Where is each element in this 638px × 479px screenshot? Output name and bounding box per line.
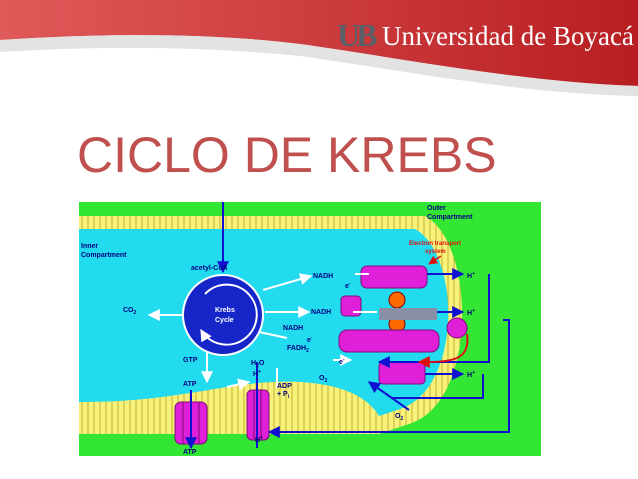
h2o-label: H2O xyxy=(251,360,265,369)
outer-compartment-label-1: Outer xyxy=(427,205,446,212)
electron-transport-label-1: Electron transport xyxy=(409,241,461,247)
h-plus-label-4: H+ xyxy=(253,369,261,378)
electron-transport-label-2: system xyxy=(425,249,446,255)
fadh2-label: FADH2 xyxy=(287,345,309,354)
h-plus-label-2: H+ xyxy=(467,308,475,317)
complex-ii xyxy=(379,308,437,320)
h-plus-label-3: H+ xyxy=(467,370,475,379)
header-swoosh xyxy=(0,0,638,96)
acetyl-coa-label: acetyl-CoA xyxy=(191,265,228,272)
complex-i xyxy=(360,265,428,289)
cytochrome-mobile xyxy=(446,317,468,339)
atp-inner-label: ATP xyxy=(183,381,197,388)
university-name: Universidad de Boyacá xyxy=(382,21,634,51)
slide-title: CICLO DE KREBS xyxy=(77,127,497,183)
gray-swoosh xyxy=(0,35,638,96)
header-banner xyxy=(0,0,638,100)
h-plus-label-5: H+ xyxy=(255,435,263,444)
complex-iii xyxy=(338,329,440,353)
h-plus-label-1: H+ xyxy=(467,271,475,280)
ubiquinone xyxy=(388,291,406,309)
electron-label-1: e- xyxy=(345,281,351,290)
nadh-label-3: NADH xyxy=(283,325,303,332)
adp-label: ADP xyxy=(277,383,292,390)
krebs-cycle-label-1: Krebs xyxy=(215,307,235,314)
electron-label-2: e- xyxy=(307,335,313,344)
atp-outer-label: ATP xyxy=(183,449,197,456)
o2-inner-label: O2 xyxy=(319,375,327,384)
pi-label: + Pi xyxy=(277,391,290,400)
university-logo: UB xyxy=(337,17,377,53)
electron-label-3: e- xyxy=(339,357,345,366)
krebs-diagram: Outer Compartment Inner Compartment Elec… xyxy=(79,202,541,456)
inner-compartment-label-2: Compartment xyxy=(81,252,127,259)
krebs-cycle-circle xyxy=(182,274,264,356)
co2-label: CO2 xyxy=(123,307,137,316)
inner-compartment-label-1: Inner xyxy=(81,243,98,250)
nadh-label-2: NADH xyxy=(311,309,331,316)
inner-compartment xyxy=(79,229,449,416)
gtp-label: GTP xyxy=(183,357,198,364)
krebs-cycle-label-2: Cycle xyxy=(215,317,234,324)
o2-outer-label: O2 xyxy=(395,413,403,422)
nadh-label-1: NADH xyxy=(313,273,333,280)
red-swoosh xyxy=(0,0,638,86)
complex-iv xyxy=(378,361,426,385)
outer-compartment-label-2: Compartment xyxy=(427,214,473,221)
